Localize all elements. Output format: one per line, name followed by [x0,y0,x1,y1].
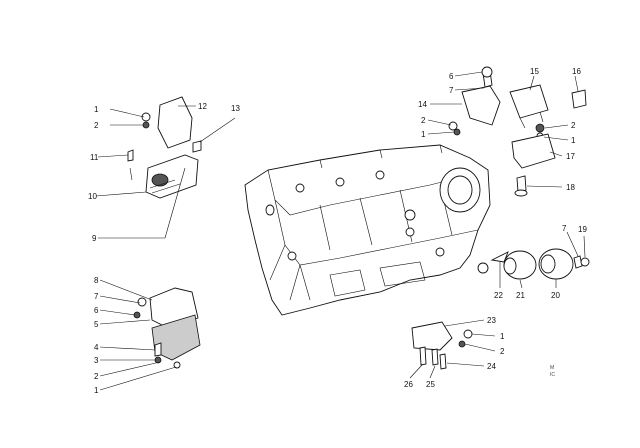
corner-mark-line-2: IC [550,372,555,378]
callout-2: 2 [421,116,426,125]
callout-8: 8 [94,276,99,285]
callout-labels: 1 2 12 13 11 10 9 8 7 6 5 4 3 2 1 6 7 14… [88,67,587,395]
callout-7: 7 [94,292,99,301]
callout-17: 17 [566,152,575,161]
leader-lines [95,71,586,391]
callout-20: 20 [551,291,560,300]
callout-6: 6 [94,306,99,315]
callout-24: 24 [487,362,496,371]
callout-11: 11 [90,153,99,162]
callout-1: 1 [94,386,99,395]
callout-1: 1 [421,130,426,139]
callout-25: 25 [426,380,435,389]
corner-mark: M IC [550,365,556,378]
callout-22: 22 [494,291,503,300]
callout-9: 9 [92,234,97,243]
callout-21: 21 [516,291,525,300]
callout-4: 4 [94,343,99,352]
callout-2: 2 [94,372,99,381]
callout-5: 5 [94,320,99,329]
left-engine-mount-assembly [127,96,202,199]
callout-16: 16 [572,67,581,76]
right-engine-mount-assembly [448,66,587,197]
callout-2: 2 [500,347,505,356]
callout-13: 13 [231,104,240,113]
callout-2: 2 [571,121,576,130]
callout-15: 15 [530,67,539,76]
callout-6: 6 [449,72,454,81]
lower-right-bracket-assembly [411,321,473,370]
callout-10: 10 [88,192,97,201]
right-side-damper-assembly [477,248,590,280]
callout-7: 7 [449,86,454,95]
callout-23: 23 [487,316,496,325]
callout-1: 1 [571,136,576,145]
callout-1: 1 [500,332,505,341]
callout-1: 1 [94,105,99,114]
callout-18: 18 [566,183,575,192]
left-lower-mount-assembly [133,287,201,369]
callout-26: 26 [404,380,413,389]
callout-7: 7 [562,224,567,233]
callout-3: 3 [94,356,99,365]
callout-2: 2 [94,121,99,130]
callout-14: 14 [418,100,427,109]
callout-12: 12 [198,102,207,111]
engine-block [244,144,491,316]
callout-19: 19 [578,225,587,234]
corner-mark-line-1: M [550,365,554,371]
